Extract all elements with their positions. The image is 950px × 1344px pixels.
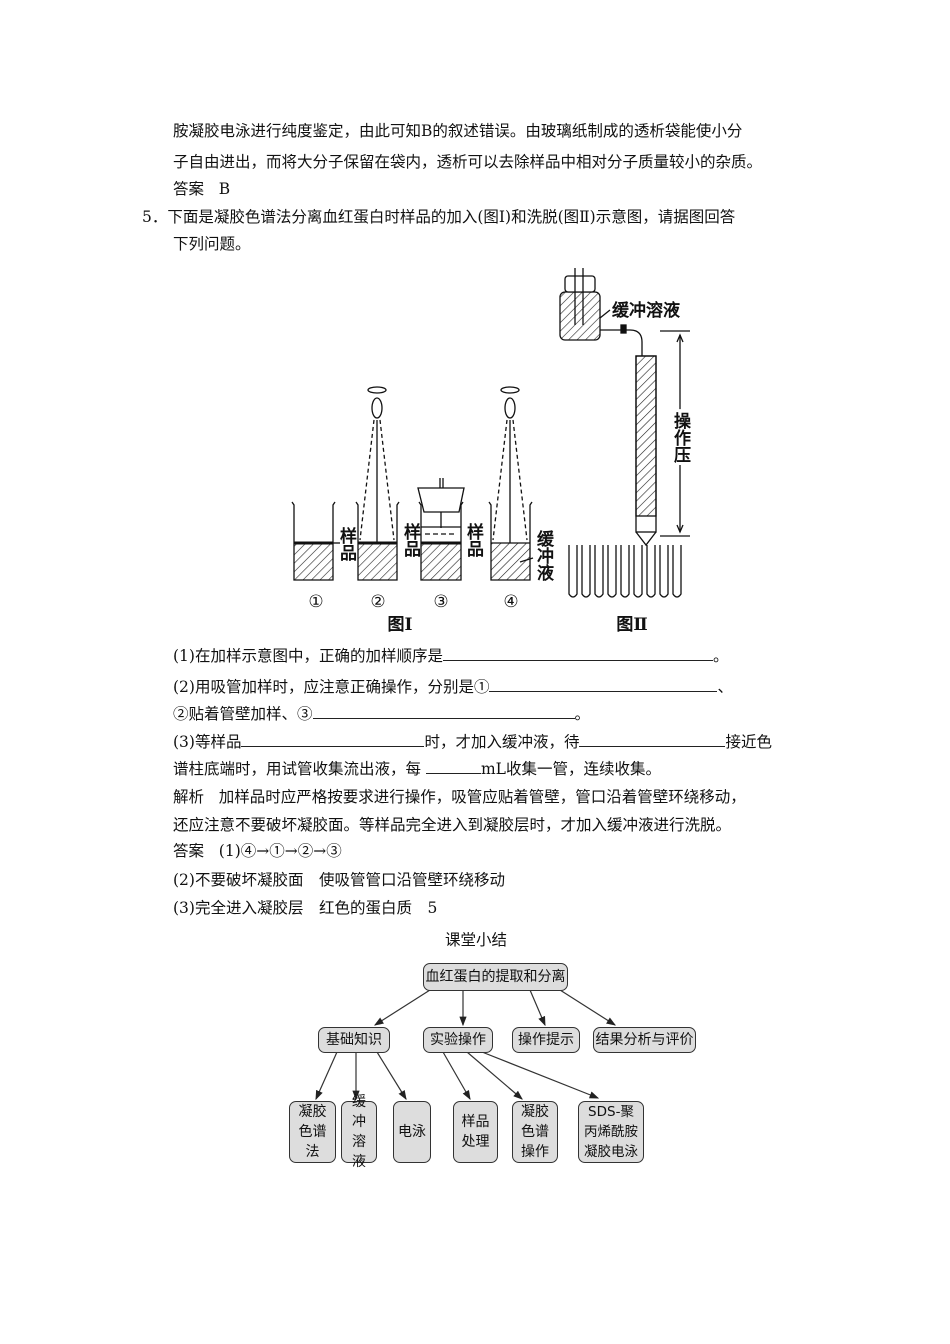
intro-answer: 答案 B — [173, 179, 230, 199]
analysis-text: 加样品时应严格按要求进行操作，吸管应贴着管壁，管口沿着管壁环绕移动， — [218, 788, 746, 806]
concept-sds-page: SDS-聚丙烯酰胺凝胶电泳 — [578, 1101, 644, 1163]
beaker-4 — [488, 386, 534, 581]
step-3-label: ③ — [433, 592, 448, 612]
q3-line2-text: 谱柱底端时，用试管收集流出液，每 — [173, 760, 422, 778]
q1-answer-blank[interactable] — [442, 646, 713, 661]
figure-1-caption: 图Ⅰ — [388, 615, 413, 635]
q2-line: (2)用吸管加样时，应注意正确操作，分别是① 、 — [173, 677, 733, 697]
q3-answer-blank-1[interactable] — [241, 732, 425, 747]
beaker-2 — [355, 386, 400, 581]
q3-answer-blank-3[interactable] — [425, 759, 481, 774]
pressure-label: 操作压 — [670, 411, 691, 464]
question-stem-1: 5．下面是凝胶色谱法分离血红蛋白时样品的加入(图Ⅰ)和洗脱(图Ⅱ)示意图，请据图… — [142, 207, 735, 227]
figure-2-caption: 图Ⅱ — [616, 615, 647, 635]
q2-text: (2)用吸管加样时，应注意正确操作，分别是① — [173, 678, 490, 696]
question-stem-2: 下列问题。 — [173, 235, 251, 253]
concept-sample-processing: 样品处理 — [453, 1101, 498, 1163]
step-1-label: ① — [308, 592, 323, 612]
sample-label-3: 样品 — [463, 522, 484, 558]
answer-value: B — [218, 180, 231, 198]
stem-text: 下面是凝胶色谱法分离血红蛋白时样品的加入(图Ⅰ)和洗脱(图Ⅱ)示意图，请据图回答 — [167, 208, 736, 226]
q2-end: 、 — [717, 678, 733, 696]
concept-operation-tips: 操作提示 — [512, 1027, 580, 1053]
concept-result-analysis: 结果分析与评价 — [593, 1027, 696, 1053]
step-4-label: ④ — [503, 592, 518, 612]
answer-label: 答案 — [173, 180, 205, 198]
analysis-line-1: 解析 加样品时应严格按要求进行操作，吸管应贴着管壁，管口沿着管壁环绕移动， — [173, 787, 746, 807]
q3-line-2: 谱柱底端时，用试管收集流出液，每 mL收集一管，连续收集。 — [173, 759, 661, 779]
q3-end: 接近色 — [725, 733, 772, 751]
elution-apparatus — [559, 268, 690, 547]
q3-text: (3)等样品 — [173, 733, 242, 751]
answer-1: (1)④→①→②→③ — [218, 842, 342, 860]
q2-line2-text: ②贴着管壁加样、③ — [173, 705, 313, 723]
sample-label-1: 样品 — [336, 526, 357, 562]
concept-experiment-operation: 实验操作 — [423, 1027, 493, 1053]
step-2-label: ② — [370, 592, 385, 612]
sample-label-2: 样品 — [400, 522, 421, 558]
q2-line2-end: 。 — [574, 705, 591, 723]
concept-gel-chromatography: 凝胶色谱法 — [289, 1101, 336, 1163]
buffer-label: 缓冲液 — [533, 529, 554, 582]
q3-line: (3)等样品 时，才加入缓冲液，待 接近色 — [173, 732, 772, 752]
collection-tubes — [568, 545, 682, 598]
intro-line-2: 子自由进出，而将大分子保留在袋内，透析可以去除样品中相对分子质量较小的杂质。 — [173, 153, 763, 171]
q3-answer-blank-2[interactable] — [579, 732, 726, 747]
concept-root: 血红蛋白的提取和分离 — [423, 963, 568, 991]
q3-mid: 时，才加入缓冲液，待 — [424, 733, 580, 751]
q2-answer-blank-1[interactable] — [489, 677, 718, 692]
beaker-1 — [291, 501, 340, 581]
q1-end: 。 — [712, 647, 729, 665]
analysis-line-2: 还应注意不要破坏凝胶面。等样品完全进入到凝胶层时，才加入缓冲液进行洗脱。 — [173, 816, 732, 834]
beaker-3 — [417, 478, 465, 581]
q3-line2-mid: mL收集一管，连续收集。 — [480, 760, 661, 778]
q2-answer-blank-3[interactable] — [312, 704, 575, 719]
question-number: 5． — [142, 208, 168, 226]
answers-line-1: 答案 (1)④→①→②→③ — [173, 841, 342, 861]
intro-line-1: 胺凝胶电泳进行纯度鉴定，由此可知B的叙述错误。由玻璃纸制成的透析袋能使小分 — [173, 122, 743, 140]
q1-line: (1)在加样示意图中，正确的加样顺序是 。 — [173, 646, 728, 666]
analysis-label: 解析 — [173, 788, 205, 806]
q2-line-2: ②贴着管壁加样、③ 。 — [173, 704, 590, 724]
concept-buffer-solution: 缓冲溶液 — [341, 1094, 377, 1170]
summary-title: 课堂小结 — [445, 931, 508, 949]
q1-text: (1)在加样示意图中，正确的加样顺序是 — [173, 647, 443, 665]
concept-gel-chromatography-operation: 凝胶色谱操作 — [512, 1101, 558, 1163]
answers-label: 答案 — [173, 842, 205, 860]
concept-electrophoresis: 电泳 — [393, 1101, 431, 1163]
buffer-solution-label: 缓冲溶液 — [612, 300, 680, 321]
concept-basic-knowledge: 基础知识 — [318, 1027, 390, 1053]
answer-2: (2)不要破坏凝胶面 使吸管管口沿管壁环绕移动 — [173, 871, 505, 889]
experiment-figure: ① ② ③ ④ 图Ⅰ 图Ⅱ 缓冲溶液 样品 样品 样品 缓冲液 操作压 — [291, 268, 694, 635]
answer-3: (3)完全进入凝胶层 红色的蛋白质 5 — [173, 899, 438, 917]
